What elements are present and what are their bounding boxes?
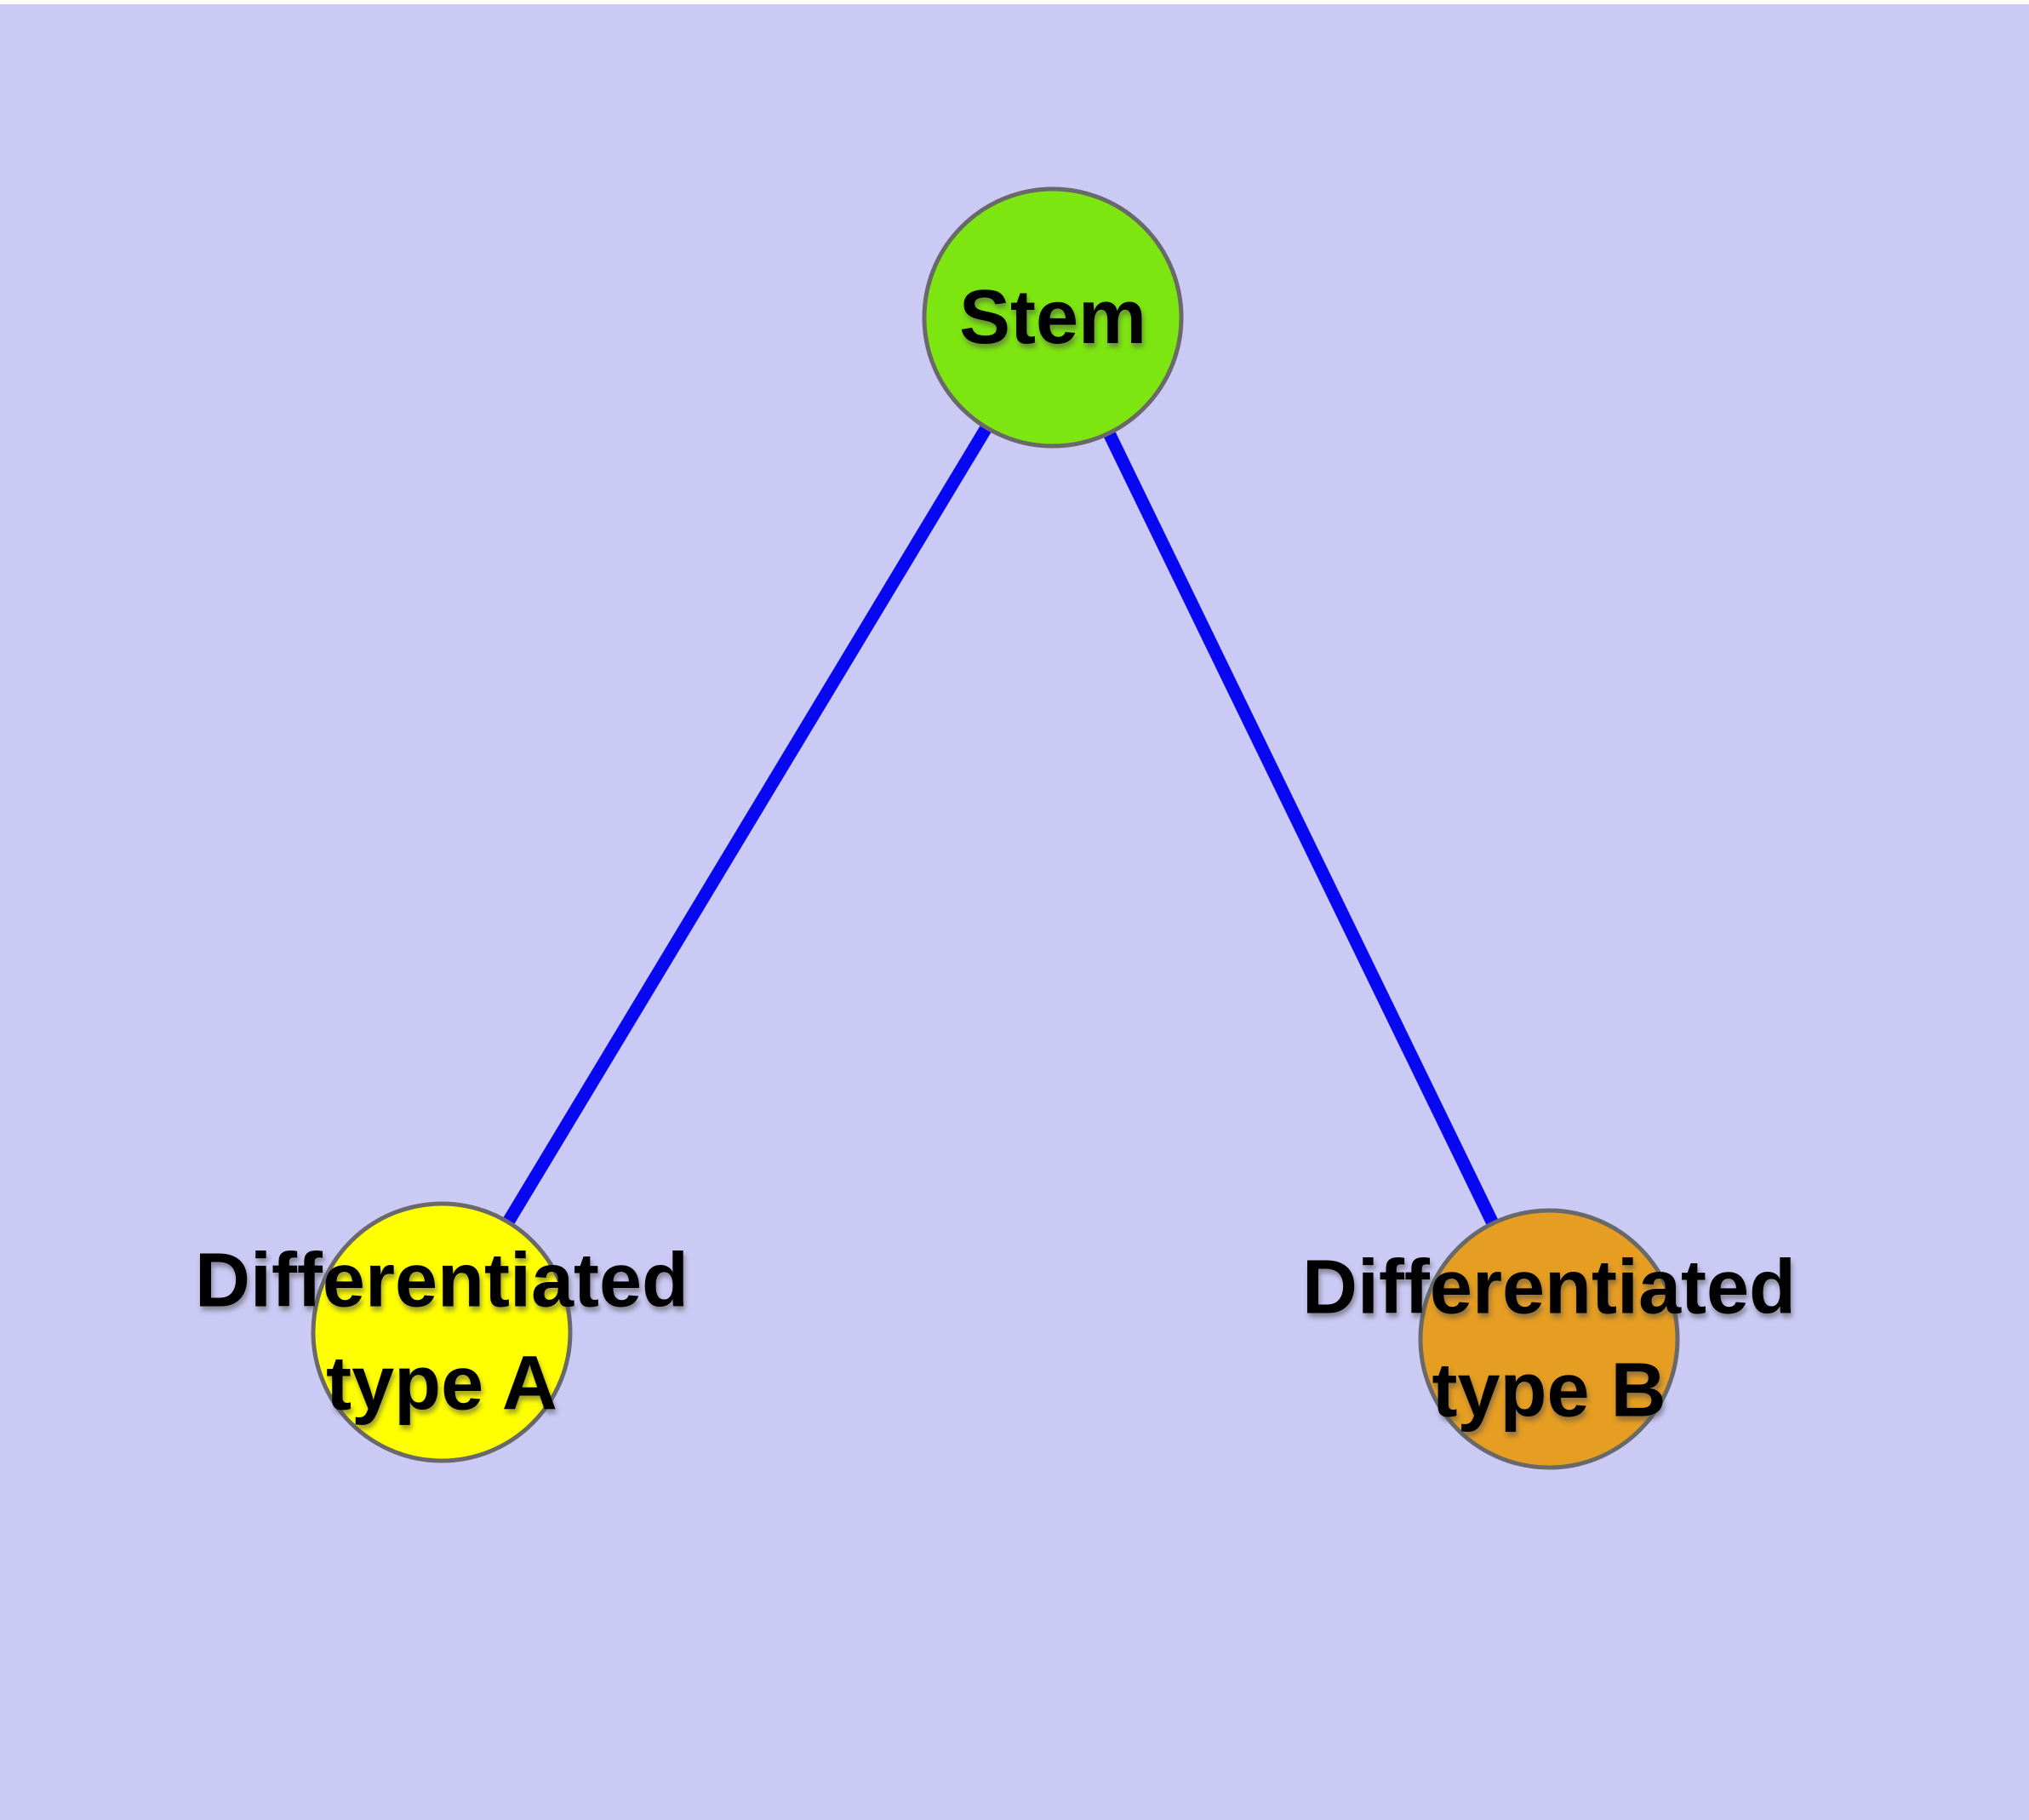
node-type-a-label-line-1: Differentiated [195, 1239, 689, 1324]
node-stem-label: Stem [959, 275, 1146, 360]
node-type-a-circle [311, 1201, 573, 1463]
node-type-b-label-line-1: Differentiated [1302, 1245, 1796, 1331]
edge-stem-to-type-a [436, 314, 1059, 1336]
node-type-a-label: Differentiated type A [195, 1239, 689, 1427]
node-type-b-label: Differentiated type B [1302, 1245, 1796, 1434]
node-type-b-label-line-2: type B [1432, 1348, 1666, 1434]
node-type-b-circle [1418, 1208, 1680, 1470]
node-stem-circle [922, 186, 1184, 449]
node-type-a-label-line-2: type A [326, 1342, 557, 1427]
top-strip [0, 0, 2029, 4]
node-stem-label-line-1: Stem [959, 275, 1146, 360]
edge-stem-to-type-b [1047, 314, 1555, 1342]
